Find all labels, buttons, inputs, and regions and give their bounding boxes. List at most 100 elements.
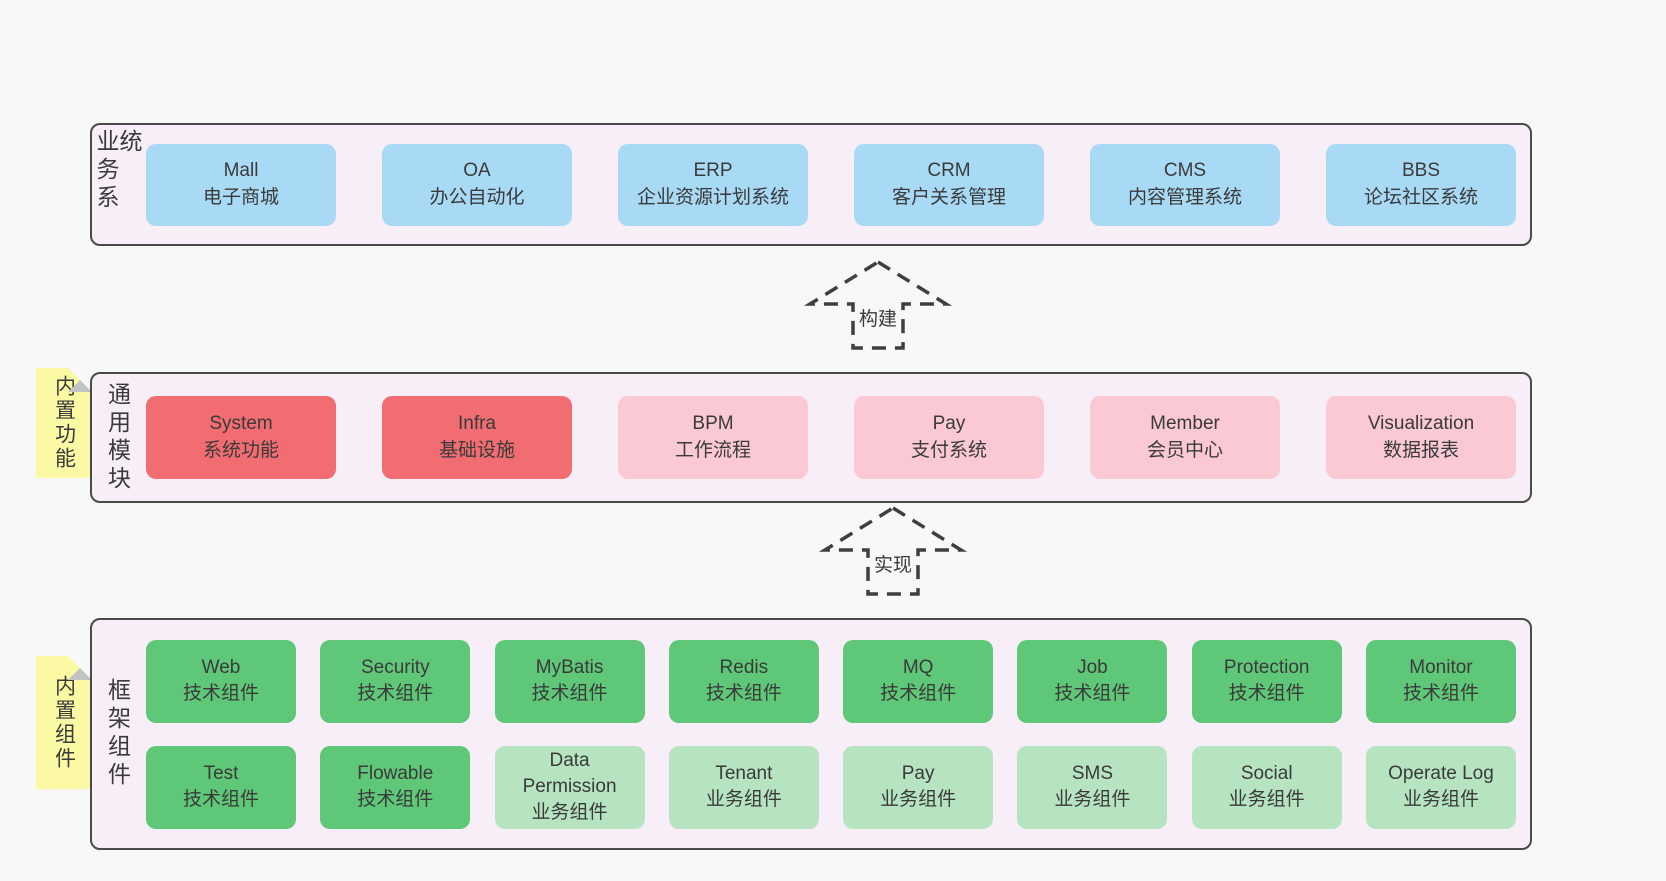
sticky-note-built-in-components: 内置组件	[36, 656, 92, 789]
panel-modules-label: 通用模块	[104, 381, 131, 494]
box-subtitle: 业务组件	[705, 789, 782, 810]
module-box-system: System 系统功能	[146, 396, 336, 479]
module-box-member: Member 会员中心	[1090, 396, 1280, 479]
box-title: Test	[203, 762, 239, 784]
box-subtitle: 技术组件	[1228, 683, 1305, 704]
module-box-mq: MQ 技术组件	[843, 639, 994, 723]
box-subtitle: 内容管理系统	[1127, 186, 1242, 208]
box-subtitle: 技术组件	[357, 683, 434, 704]
module-box-protection: Protection 技术组件	[1191, 639, 1342, 723]
module-box-test: Test 技术组件	[146, 745, 296, 829]
box-title: Visualization	[1367, 413, 1475, 435]
box-title: Social	[1240, 762, 1293, 784]
box-title: Redis	[719, 656, 769, 678]
box-subtitle: 业务组件	[1228, 789, 1305, 810]
sticky-note-text: 内置组件	[52, 674, 76, 771]
module-box-flowable: Flowable 技术组件	[320, 745, 471, 829]
box-subtitle: 技术组件	[880, 683, 957, 704]
module-box-bbs: BBS 论坛社区系统	[1326, 143, 1516, 226]
box-subtitle: 办公自动化	[429, 186, 525, 208]
box-title: ERP	[693, 160, 733, 182]
up-arrow-icon	[818, 505, 968, 596]
box-title: Job	[1077, 656, 1108, 678]
box-subtitle: 工作流程	[674, 439, 751, 461]
module-box-pay: Pay 业务组件	[843, 745, 994, 829]
box-title: Pay	[932, 413, 966, 435]
sticky-note-built-in-features: 内置功能	[36, 368, 92, 478]
box-subtitle: 电子商城	[202, 186, 279, 208]
implement-arrow: 实现	[818, 505, 968, 596]
panel-framework-label: 框架组件	[104, 678, 131, 790]
module-box-redis: Redis 技术组件	[668, 639, 819, 723]
box-title: MyBatis	[535, 656, 604, 678]
box-title: MQ	[902, 656, 934, 678]
box-title: Monitor	[1409, 656, 1473, 678]
up-arrow-icon	[803, 259, 953, 350]
module-box-pay: Pay 支付系统	[854, 396, 1044, 479]
box-subtitle: 技术组件	[182, 789, 259, 810]
box-subtitle: 支付系统	[910, 439, 987, 461]
box-subtitle: 技术组件	[705, 683, 782, 704]
module-box-social: Social 业务组件	[1191, 745, 1342, 829]
box-title: CRM	[927, 160, 971, 182]
module-box-data-permission: Data Permission 业务组件	[494, 745, 645, 829]
box-title: Pay	[901, 762, 935, 784]
box-title: Protection	[1223, 656, 1310, 678]
box-subtitle: 技术组件	[182, 683, 259, 704]
panel-business-label: 业务系统	[93, 129, 142, 213]
module-box-web: Web 技术组件	[146, 639, 296, 723]
implement-arrow-label: 实现	[873, 555, 912, 576]
module-box-cms: CMS 内容管理系统	[1090, 143, 1280, 226]
box-title: Security	[360, 656, 430, 678]
box-title: Tenant	[715, 762, 773, 784]
module-box-oa: OA 办公自动化	[382, 143, 572, 226]
module-box-mybatis: MyBatis 技术组件	[494, 639, 645, 723]
box-title: Infra	[457, 413, 497, 435]
box-subtitle: 客户关系管理	[891, 186, 1006, 208]
box-title: Data Permission	[522, 749, 617, 797]
build-arrow: 构建	[803, 259, 953, 350]
module-box-sms: SMS 业务组件	[1017, 745, 1168, 829]
module-box-crm: CRM 客户关系管理	[854, 143, 1044, 226]
box-title: SMS	[1071, 762, 1113, 784]
box-subtitle: 业务组件	[531, 802, 608, 824]
box-subtitle: 数据报表	[1382, 439, 1459, 461]
module-box-operate-log: Operate Log 业务组件	[1365, 745, 1516, 829]
box-subtitle: 会员中心	[1146, 439, 1223, 461]
box-subtitle: 技术组件	[531, 683, 608, 704]
module-box-erp: ERP 企业资源计划系统	[618, 143, 808, 226]
box-title: Member	[1150, 413, 1220, 435]
module-box-visualization: Visualization 数据报表	[1326, 396, 1516, 479]
box-title: System	[209, 413, 273, 435]
box-title: Flowable	[357, 762, 434, 784]
module-box-tenant: Tenant 业务组件	[668, 745, 819, 829]
sticky-note-text: 内置功能	[52, 375, 76, 471]
box-title: CMS	[1163, 160, 1207, 182]
box-subtitle: 系统功能	[202, 439, 279, 461]
build-arrow-label: 构建	[858, 309, 897, 330]
box-subtitle: 技术组件	[357, 789, 434, 810]
box-title: Operate Log	[1388, 762, 1494, 784]
box-subtitle: 业务组件	[1402, 789, 1479, 810]
box-subtitle: 企业资源计划系统	[636, 186, 789, 208]
box-subtitle: 论坛社区系统	[1363, 186, 1478, 208]
box-title: Web	[201, 656, 241, 678]
module-box-security: Security 技术组件	[320, 639, 471, 723]
box-title: OA	[463, 160, 491, 182]
box-title: BBS	[1401, 160, 1441, 182]
box-subtitle: 业务组件	[880, 789, 957, 810]
box-subtitle: 业务组件	[1054, 789, 1131, 810]
